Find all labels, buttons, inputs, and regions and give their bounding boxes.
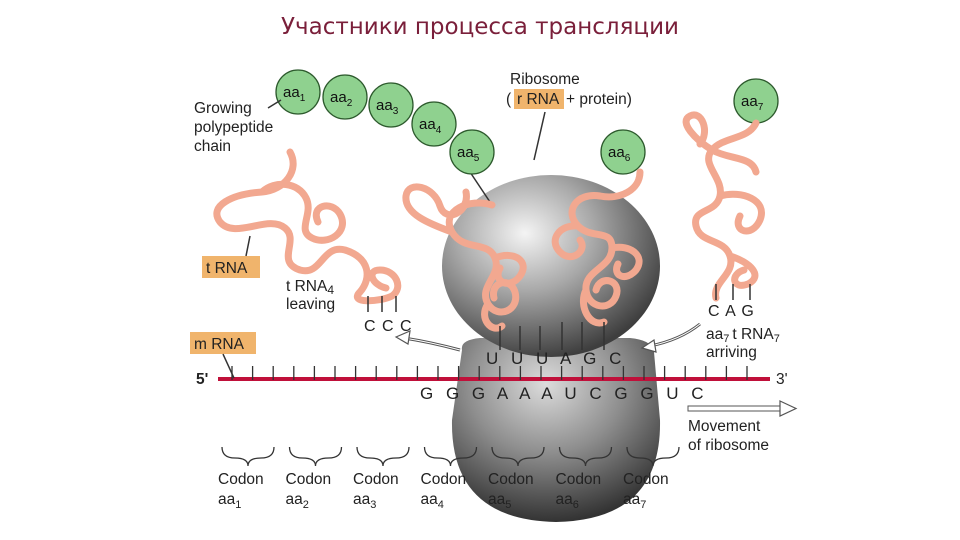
codon-brace (288, 446, 343, 467)
codon-brace (221, 446, 275, 467)
amino-acid-6: aa6 (600, 129, 646, 175)
growing-label: Growing (194, 100, 252, 117)
svg-text:aa7: aa7 (741, 93, 764, 113)
svg-text:aa2: aa2 (330, 89, 353, 109)
slide-title: Участники процесса трансляции (281, 14, 679, 40)
ribosome-label: Ribosome (510, 71, 580, 88)
codon-brace (491, 446, 545, 467)
codon-list: Codon aa1 Codon aa2 Codon aa3 Codon aa4 Codon aa5… (218, 446, 680, 511)
svg-text:aa5: aa5 (457, 144, 480, 164)
ribosome-small-subunit (451, 338, 661, 522)
leaving-anticodon: C C C (364, 318, 413, 335)
amino-acid-5: aa5 (449, 129, 495, 175)
movement-arrow (687, 400, 798, 417)
codon-amino-acid: aa3 (353, 491, 376, 511)
ribosome-anticodon-stems (499, 322, 605, 350)
trna-5-in-ribosome (402, 183, 527, 332)
svg-text:aa6: aa6 (608, 144, 631, 164)
codon-amino-acid: aa5 (488, 491, 511, 511)
arriving-anticodon: C A G (708, 303, 755, 320)
svg-text:aa1: aa1 (283, 84, 306, 104)
ribosome-protein-label: + protein) (566, 91, 632, 108)
codon-item: Codon aa2 (286, 446, 343, 511)
amino-acid-1: aa1 (275, 69, 321, 115)
rrna-label: r RNA (517, 91, 560, 108)
codon-item: Codon aa7 (623, 446, 680, 511)
codon-label: Codon (421, 471, 467, 488)
trna-label: t RNA (206, 260, 248, 277)
three-prime-label: 3' (776, 371, 788, 388)
amino-acid-3: aa3 (368, 82, 414, 128)
chain-label: chain (194, 138, 231, 155)
trna-7-arriving (682, 111, 765, 302)
trna-4-leaving (213, 148, 402, 305)
codon-item: Codon aa1 (218, 446, 275, 511)
mrna-label: m RNA (194, 336, 245, 353)
codon-brace (356, 446, 410, 467)
amino-acid-4: aa4 (411, 101, 457, 147)
codon-brace (626, 446, 680, 467)
codon-amino-acid: aa7 (623, 491, 646, 511)
codon-item: Codon aa4 (421, 446, 478, 511)
codon-item: Codon aa6 (556, 446, 613, 511)
arriving-arrow (640, 322, 701, 353)
codon-item: Codon aa3 (353, 446, 410, 511)
amino-acid-7: aa7 (733, 78, 779, 124)
trna-6-in-ribosome (551, 168, 644, 327)
trna4-label: t RNA4 (286, 278, 334, 297)
mrna-strand (218, 366, 770, 381)
codon-brace (423, 446, 478, 467)
trna-pointer (245, 235, 251, 257)
arriving-anticodon-stems (715, 284, 751, 300)
codon-label: Codon (623, 471, 669, 488)
mrna-box (190, 332, 256, 354)
codon-label: Codon (556, 471, 602, 488)
codon-amino-acid: aa1 (218, 491, 241, 511)
codon-amino-acid: aa2 (286, 491, 309, 511)
movement-label: Movement (688, 418, 761, 435)
ribosome-open-paren: ( (506, 91, 512, 108)
codon-brace (558, 446, 613, 467)
chain-link (469, 171, 493, 206)
leaving-label: leaving (286, 296, 335, 313)
polypeptide-chain: aa1 aa2 aa3 aa4 aa5 aa6 aa7 (275, 69, 779, 206)
trna-molecules (213, 111, 765, 332)
codon-label: Codon (353, 471, 399, 488)
codon-label: Codon (218, 471, 264, 488)
trna-box (202, 256, 260, 278)
leaving-anticodon-stems (367, 296, 397, 312)
codon-amino-acid: aa4 (421, 491, 444, 511)
leaving-arrow (394, 330, 461, 352)
svg-text:aa3: aa3 (376, 97, 399, 117)
codon-label: Codon (488, 471, 534, 488)
arriving-label: arriving (706, 344, 757, 361)
svg-text:aa4: aa4 (419, 116, 442, 136)
of-ribosome-label: of ribosome (688, 437, 769, 454)
codon-amino-acid: aa6 (556, 491, 579, 511)
codon-label: Codon (286, 471, 332, 488)
ribosome-pointer (533, 111, 546, 161)
codon-item: Codon aa5 (488, 446, 545, 511)
growing-pointer (267, 99, 282, 109)
mrna-sequence: G G G A A A U C G G U C (420, 384, 708, 403)
ribosome-anticodons: U U U A G C (486, 349, 625, 368)
mrna-pointer (222, 353, 235, 379)
rrna-box (514, 89, 564, 109)
polypeptide-label: polypeptide (194, 119, 273, 136)
amino-acid-2: aa2 (322, 74, 368, 120)
five-prime-label: 5' (196, 371, 208, 388)
